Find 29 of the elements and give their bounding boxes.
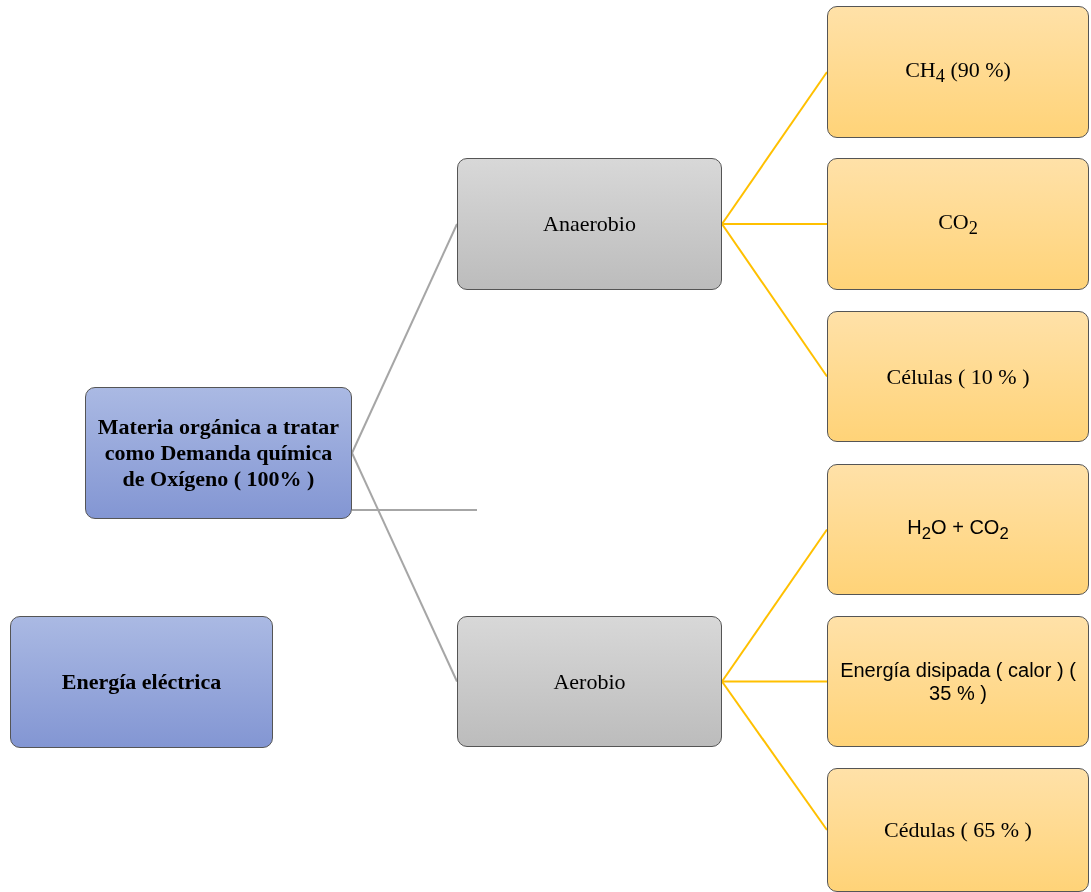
connector-line (721, 528, 828, 683)
node-label: Materia orgánica a tratar como Demanda química de Oxígeno ( 100% ) (96, 414, 341, 492)
connector-line (351, 452, 458, 683)
node-label: CH$_{4}$ (90 %) (905, 56, 1011, 88)
connector-line (721, 680, 828, 831)
node-label: Células ( 10 % ) (886, 363, 1030, 390)
node-label: Anaerobio (543, 211, 636, 237)
topic-box (85, 387, 352, 519)
node-label: CO$_{2}$ (938, 208, 978, 240)
product-box (827, 768, 1089, 892)
connector-line (351, 223, 458, 454)
connector-line (721, 223, 828, 378)
product-box (827, 311, 1089, 442)
connector-line (721, 223, 828, 225)
process-box (457, 616, 722, 747)
process-box (457, 158, 722, 290)
topic-box (10, 616, 273, 748)
product-box (827, 158, 1089, 290)
product-box (827, 6, 1089, 138)
product-box (827, 464, 1089, 595)
product-box (827, 616, 1089, 747)
connector-line (721, 71, 828, 225)
connector-line (351, 509, 478, 511)
node-label: H$_{2}$O + CO$_{2}$ (907, 515, 1009, 544)
node-label: Aerobio (553, 668, 626, 695)
node-label: Cédulas ( 65 % ) (884, 817, 1032, 843)
connector-line (721, 680, 828, 683)
node-label: Energía eléctrica (61, 669, 222, 695)
node-label: Energía disipada ( calor ) ( 35 % ) (839, 658, 1077, 705)
